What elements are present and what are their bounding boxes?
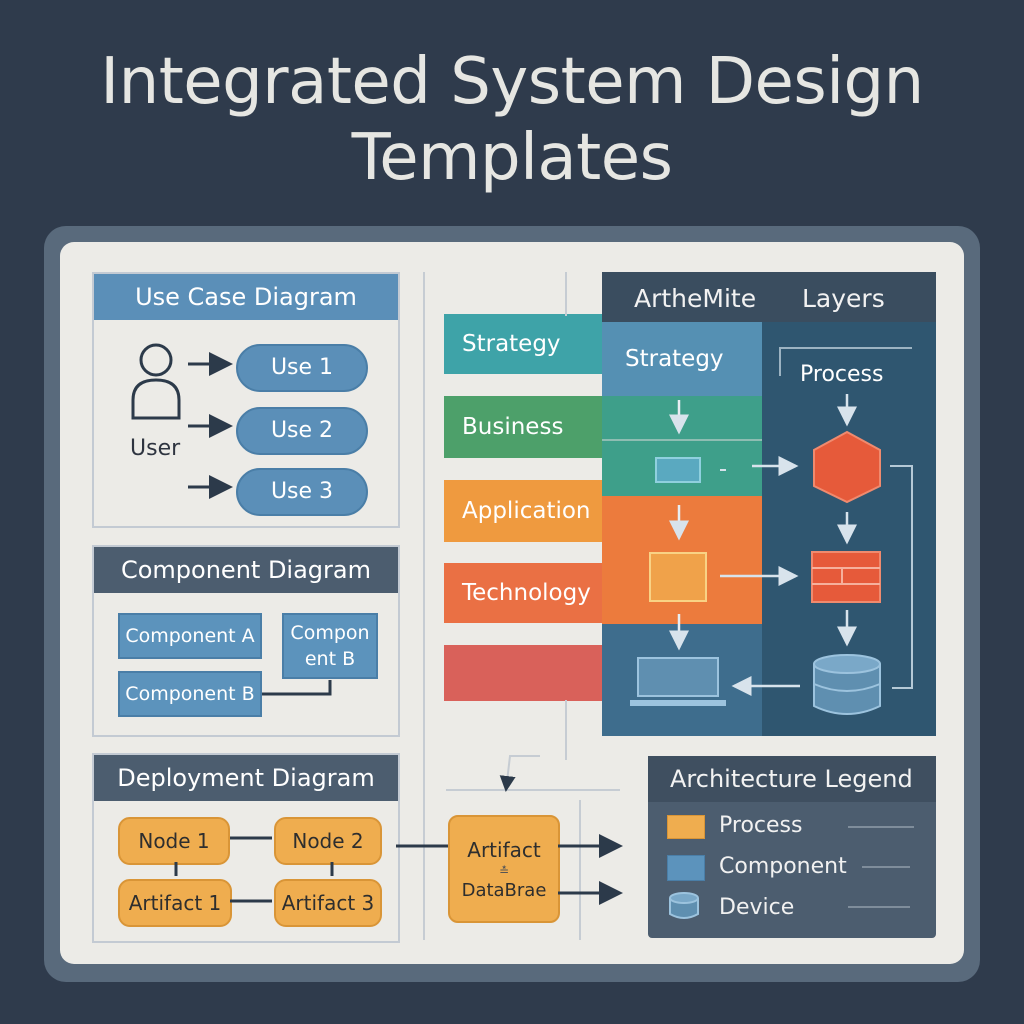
layers-strategy-band: [602, 322, 762, 396]
component-b-left: Component B: [118, 671, 262, 717]
artifact-3: Artifact 3: [274, 879, 382, 927]
component-a: Component A: [118, 613, 262, 659]
component-diagram: Component Diagram Component A Compon ent…: [92, 545, 400, 737]
layers-header: [602, 272, 936, 322]
table-component-icon: [811, 551, 881, 603]
layers-process-label: Process: [800, 362, 884, 387]
legend-component-label: Component: [719, 854, 847, 879]
laptop-icon: [630, 657, 726, 706]
legend-process-swatch: [667, 815, 705, 839]
legend-device-label: Device: [719, 895, 795, 920]
user-icon: [131, 343, 181, 420]
legend-header-bar: [648, 756, 936, 802]
hexagon-process-icon: [813, 430, 881, 504]
database-icon: [813, 654, 881, 715]
layers-inner-strategy: Strategy: [625, 346, 724, 372]
title-line-2: Templates: [351, 121, 673, 195]
use-case-3: Use 3: [236, 468, 368, 516]
actor-label: User: [130, 436, 181, 461]
legend-lines: [848, 826, 914, 908]
artifact-1: Artifact 1: [118, 879, 232, 927]
legend-header: Architecture Legend: [670, 765, 913, 793]
panel-dividers: [423, 272, 620, 940]
layers-right-return-line: [890, 465, 913, 689]
node-2: Node 2: [274, 817, 382, 865]
artifact-database-box: Artifact ≛ DataBrae: [448, 815, 560, 923]
component-b-right: Compon ent B: [282, 613, 378, 679]
band-business: Business: [444, 396, 604, 458]
band-application: Application: [444, 480, 604, 542]
band-technology: Technology: [444, 563, 604, 623]
use-case-2: Use 2: [236, 407, 368, 455]
orange-square-icon: [649, 552, 707, 602]
page-title: Integrated System Design Templates: [0, 44, 1024, 196]
component-connector: [262, 680, 332, 696]
artifact-box-line-2: DataBrae: [461, 879, 547, 901]
teal-rect-icon: [655, 457, 701, 483]
artifact-box-glyph: ≛: [498, 863, 510, 878]
use-case-1: Use 1: [236, 344, 368, 392]
use-case-header: Use Case Diagram: [94, 274, 398, 320]
legend-component-swatch: [667, 855, 705, 881]
band-strategy: Strategy: [444, 314, 604, 374]
deployment-connectors: [174, 834, 623, 905]
node-1: Node 1: [118, 817, 230, 865]
artifact-incoming-arrow: [499, 755, 540, 792]
legend-device-icon: [669, 892, 699, 919]
layers-right-arrows: [720, 394, 857, 696]
legend-process-label: Process: [719, 813, 803, 838]
band-empty-red: [444, 645, 604, 701]
deployment-diagram: Deployment Diagram Node 1 Node 2 Artifac…: [92, 753, 400, 943]
artifact-box-line-1: Artifact: [467, 837, 541, 862]
layers-title-left: ArtheMite: [634, 284, 757, 313]
deployment-header: Deployment Diagram: [94, 755, 398, 801]
layers-top-bracket: [779, 347, 912, 376]
component-header: Component Diagram: [94, 547, 398, 593]
title-line-1: Integrated System Design: [100, 45, 924, 119]
use-case-arrows: [188, 352, 233, 499]
use-case-diagram: Use Case Diagram Use 1 Use 2 Use 3 User: [92, 272, 400, 528]
layers-title-right: Layers: [802, 284, 885, 313]
